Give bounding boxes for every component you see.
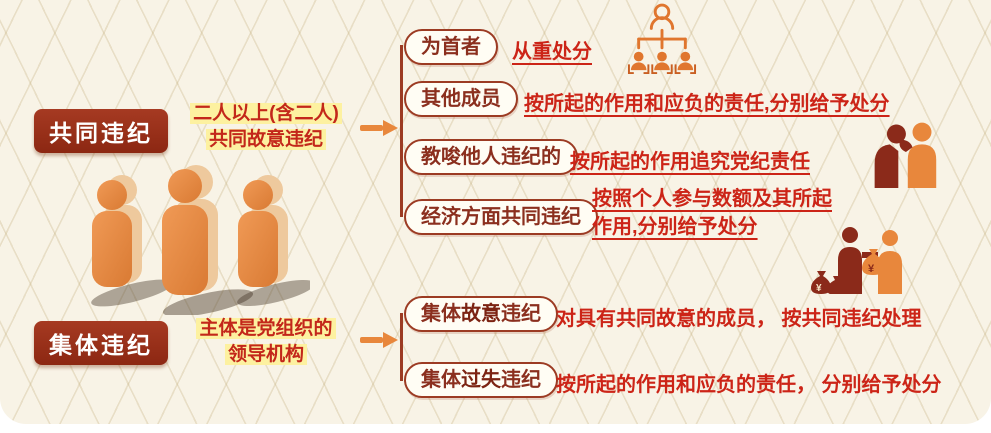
pill-collective-intentional: 集体故意违纪 bbox=[404, 296, 558, 332]
org-chart-icon bbox=[627, 3, 697, 75]
desc-economic-line1: 按照个人参与数额及其所起 bbox=[592, 188, 832, 210]
three-people-icon bbox=[91, 165, 310, 315]
desc-economic-line2: 作用,分别给予处分 bbox=[592, 216, 758, 238]
desc-collective-negligent: 按所起的作用和应负的责任， 分别给予处分 bbox=[556, 374, 942, 396]
pill-economic: 经济方面共同违纪 bbox=[404, 199, 598, 235]
pill-leader: 为首者 bbox=[404, 29, 498, 65]
label-suffix: 违纪 bbox=[501, 369, 541, 391]
joint-branch-connector bbox=[400, 45, 403, 217]
yen-glyph: ¥ bbox=[868, 263, 875, 275]
collective-branch-condition: 主体是党组织的 领导机构 bbox=[168, 316, 364, 368]
label-em: 过失 bbox=[461, 369, 501, 391]
collective-branch-title: 集体违纪 bbox=[34, 321, 168, 365]
desc-collective-intentional: 对具有共同故意的成员， 按共同违纪处理 bbox=[556, 308, 922, 330]
collective-arrow-icon bbox=[360, 332, 398, 348]
money-bags-icon: ¥ ¥ bbox=[811, 227, 902, 294]
label-prefix: 集体 bbox=[421, 369, 461, 391]
desc-other-members: 按所起的作用和应负的责任,分别给予处分 bbox=[524, 93, 890, 115]
collective-condition-line2: 领导机构 bbox=[224, 344, 307, 365]
pill-other-members: 其他成员 bbox=[404, 81, 518, 117]
label-prefix: 集体 bbox=[421, 303, 461, 325]
joint-condition-line2: 共同故意违纪 bbox=[205, 129, 326, 150]
desc-leader: 从重处分 bbox=[512, 41, 592, 63]
whisper-icon bbox=[874, 122, 937, 188]
label-em: 故意 bbox=[461, 303, 501, 325]
pill-instigators: 教唆他人违纪的 bbox=[404, 139, 578, 175]
label-suffix: 违纪 bbox=[501, 303, 541, 325]
yen-glyph: ¥ bbox=[816, 283, 822, 294]
collective-branch-connector bbox=[400, 313, 403, 381]
collective-condition-line1: 主体是党组织的 bbox=[196, 318, 336, 339]
desc-instigators: 按所起的作用追究党纪责任 bbox=[570, 151, 810, 173]
joint-branch-title: 共同违纪 bbox=[34, 109, 168, 153]
pill-collective-negligent: 集体过失违纪 bbox=[404, 362, 558, 398]
joint-arrow-icon bbox=[360, 120, 398, 136]
joint-condition-line1: 二人以上(含二人) bbox=[190, 103, 342, 124]
joint-branch-condition: 二人以上(含二人) 共同故意违纪 bbox=[168, 101, 364, 153]
